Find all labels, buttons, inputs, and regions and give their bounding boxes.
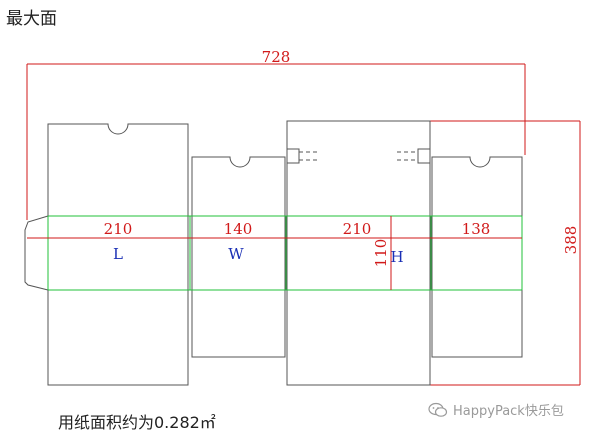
panel-l-width-label: 210: [104, 220, 133, 238]
tuck-slot-dashes: [299, 151, 418, 161]
panel-w-width-label: 140: [224, 220, 253, 238]
panel-l2-outline: [286, 120, 431, 386]
panel-l2-width-label: 210: [343, 220, 372, 238]
panel-l-letter: L: [113, 245, 123, 263]
overall-width-label: 728: [262, 48, 291, 66]
crease-lines: [47, 215, 523, 291]
depth-h-label: 110: [372, 239, 390, 268]
watermark: HappyPack快乐包: [428, 400, 564, 419]
cut-lines: [24, 120, 523, 386]
glue-flap: [24, 215, 49, 291]
panel-w2-outline: [431, 156, 523, 358]
panel-l-outline: [47, 123, 189, 386]
page-title: 最大面: [6, 9, 57, 29]
overall-height-label: 388: [562, 226, 580, 255]
panel-w-outline: [191, 156, 286, 358]
panel-w2-width-label: 138: [462, 220, 491, 238]
panel-w-letter: W: [228, 245, 244, 263]
wechat-icon: [428, 402, 448, 417]
overall-height-dimension: [430, 120, 581, 386]
watermark-text: HappyPack快乐包: [453, 404, 564, 419]
panel-h-letter: H: [390, 248, 403, 266]
tuck-slots: [287, 148, 430, 164]
paper-area-note: 用纸面积约为0.282㎡: [58, 413, 216, 432]
overall-width-dimension: [26, 63, 526, 220]
